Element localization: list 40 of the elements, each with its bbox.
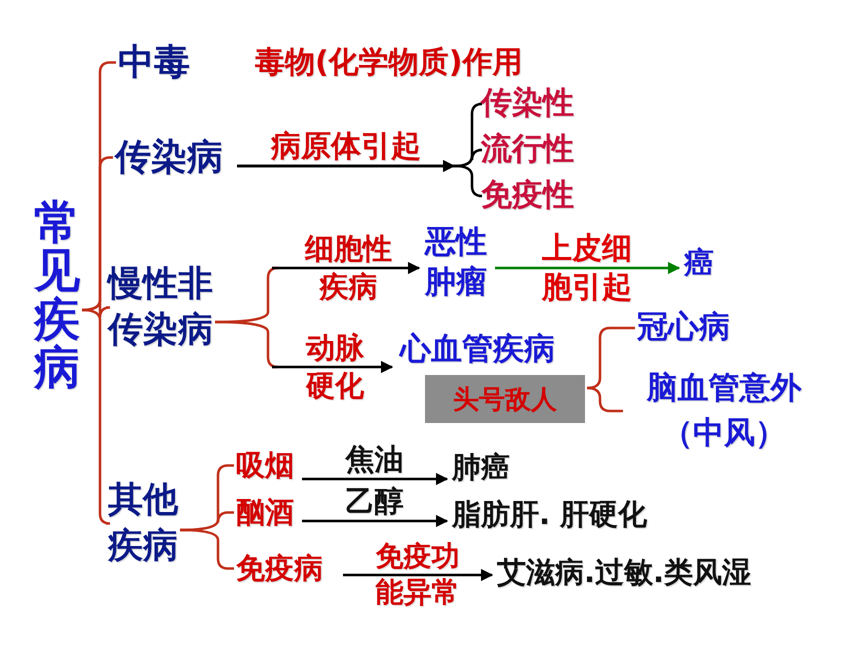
category-label: 慢性非传染病 — [108, 262, 213, 353]
edge-label: 上皮细胞引起 — [542, 230, 632, 307]
disease-label: 恶性肿瘤 — [425, 222, 487, 303]
arrow — [302, 514, 448, 528]
brace-connector — [237, 160, 484, 198]
edge-label: 细胞性疾病 — [305, 230, 392, 305]
brace-connector — [82, 298, 112, 319]
edge-label: 乙醇 — [346, 486, 404, 518]
arrow — [343, 568, 494, 582]
highlight-label: 头号敌人 — [425, 375, 585, 423]
brace-connector — [586, 326, 635, 390]
disease-label: 冠心病 — [637, 310, 730, 346]
edge-label: 动脉硬化 — [306, 329, 364, 404]
disease-label: 脂肪肝. 肝硬化 — [452, 498, 648, 532]
cause-label: 酗酒 — [236, 496, 294, 530]
disease-label: 心血管疾病 — [400, 332, 555, 368]
brace-connector — [82, 308, 112, 525]
edge-label: 焦油 — [346, 444, 404, 476]
brace-arrow — [215, 262, 420, 324]
edge-label: 病原体引起 — [271, 130, 421, 163]
brace-arrow — [215, 320, 394, 374]
disease-label: 肺癌 — [452, 451, 510, 484]
note-text: 毒物(化学物质)作用 — [255, 46, 522, 80]
edge-label: 免疫功能异常 — [376, 538, 460, 611]
cause-label: 吸烟 — [236, 449, 294, 482]
trait-label: 流行性 — [481, 132, 574, 168]
root-topic: 常见疾病 — [34, 198, 80, 392]
arrow — [495, 262, 680, 274]
category-label: 其他疾病 — [108, 478, 178, 569]
disease-label: 癌 — [684, 247, 714, 282]
arrow — [302, 472, 448, 486]
trait-label: 免疫性 — [481, 178, 574, 214]
category-label: 传染病 — [115, 137, 223, 178]
disease-label: 艾滋病.过敏.类风湿 — [497, 556, 752, 590]
brace-connector — [586, 386, 623, 412]
brace-connector — [180, 511, 234, 532]
trait-label: 传染性 — [481, 86, 574, 122]
category-label: 中毒 — [118, 42, 190, 84]
disease-label: 脑血管意外（中风） — [625, 366, 824, 456]
cause-label: 免疫病 — [236, 552, 323, 586]
